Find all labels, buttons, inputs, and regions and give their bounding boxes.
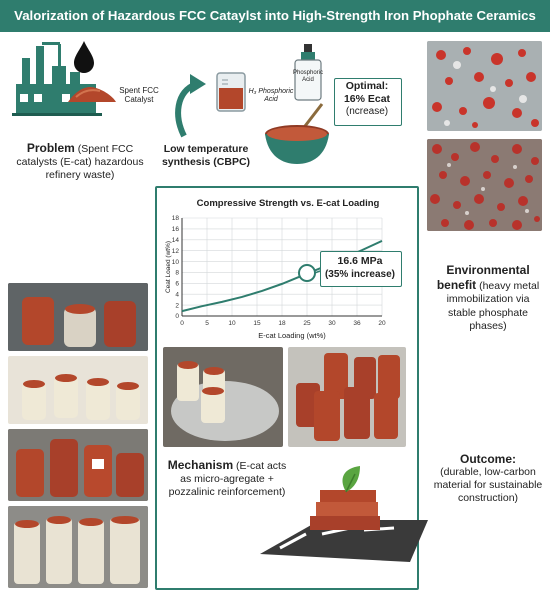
strength-callout — [320, 251, 402, 287]
chart-highlight-marker — [298, 263, 316, 282]
problem-title: Problem — [26, 141, 75, 155]
micrograph-top-pattern — [427, 41, 542, 131]
chart-x-tick-label: 5 — [205, 320, 209, 327]
title-banner — [0, 0, 550, 32]
micrograph-bottom-pattern — [427, 139, 542, 231]
chart-x-axis-label: E-cat Loading (wt%) — [258, 331, 326, 340]
chart-x-tick-label: 18 — [278, 320, 286, 327]
photo-red-cylinders — [288, 347, 406, 447]
optimal-title: Optimal: — [345, 80, 389, 92]
chart-y-tick-label: 4 — [175, 291, 179, 298]
photo-cylinders-2-art — [8, 356, 148, 424]
chart-title: Compressive Strength vs. E-cat Loading — [197, 198, 380, 209]
mechanism-text: Mechanism (E-cat acts as micro-agregate … — [166, 459, 288, 499]
micrograph-bottom — [427, 139, 542, 231]
chart-y-axis-label: Ceat Loaed (wt%) — [165, 241, 172, 293]
chart-axes — [181, 218, 382, 317]
problem-text: Problem (Spent FCC catalysts (E-cat) haz… — [10, 142, 150, 182]
mechanism-description: (E-cat acts as micro-agregate + pozzalin… — [168, 460, 287, 498]
chart-x-tick-label: 20 — [378, 320, 386, 327]
chart-y-tick-label: 0 — [175, 313, 179, 320]
chart-x-tick-label: 10 — [228, 320, 236, 327]
chart-x-tick-label: 36 — [353, 320, 361, 327]
chart-highlight-leader — [314, 270, 321, 274]
chart-x-tick-label: 30 — [328, 320, 336, 327]
chart-x-tick-label: 25 — [303, 320, 311, 327]
chart-y-tick-label: 10 — [172, 259, 180, 266]
strength-chart: Compressive Strength vs. E-cat Loading 0… — [165, 198, 386, 340]
photo-cylinders-2 — [8, 356, 148, 424]
photo-plate-molds — [163, 347, 283, 447]
photo-cylinders-1-art — [8, 283, 148, 351]
photo-cylinders-3-art — [8, 429, 148, 501]
outcome-description: (durable, low-carbon material for sustai… — [433, 466, 543, 504]
chart-x-tick-label: 15 — [253, 320, 261, 327]
chart-y-tick-label: 2 — [175, 302, 179, 309]
micrograph-top — [427, 41, 542, 131]
curved-arrow-icon — [175, 74, 206, 138]
catalyst-powder-pile — [68, 86, 116, 102]
refinery-icon — [12, 42, 102, 116]
beaker-label: H₃ Phosphoric Acid — [248, 88, 294, 103]
chart-y-tick-label: 18 — [172, 215, 180, 222]
optimal-note: (ncrease) — [345, 106, 389, 117]
chart-y-tick-label: 6 — [175, 281, 179, 288]
outcome-title: Outcome: — [459, 452, 516, 466]
phosphoric-bottle-label: Phosphoric Acid — [292, 70, 324, 83]
optimal-value: 16% Ecat — [343, 93, 391, 105]
environmental-benefit-text: Environmental benefit (heavy metal immob… — [432, 263, 544, 334]
chart-y-tick-label: 14 — [172, 237, 180, 244]
outcome-text: Outcome:(durable, low-carbon material fo… — [430, 453, 546, 505]
strength-callout-value: 16.6 MPa — [337, 255, 383, 267]
strength-callout-note: (35% increase) — [324, 269, 396, 280]
chart-grid — [181, 217, 383, 317]
optimal-callout — [334, 78, 402, 126]
chart-y-tick-label: 16 — [172, 226, 180, 233]
chart-y-tick-label: 8 — [175, 270, 179, 277]
page-title: Valorization of Hazardous FCC Cataylst i… — [14, 8, 536, 23]
photo-cylinders-4-art — [8, 506, 148, 588]
chart-highlight — [298, 263, 321, 282]
env-title: Environmental benefit — [436, 263, 530, 292]
photo-cylinders-1 — [8, 283, 148, 351]
oil-drop-icon — [74, 41, 94, 73]
mixing-bowl-icon — [265, 103, 329, 164]
chart-ticks: 0 5 10 15 18 25 30 36 20 0 2 4 6 8 10 12 14 16 18 — [172, 215, 386, 327]
beaker-icon — [216, 72, 246, 112]
mechanism-title: Mechanism — [167, 458, 234, 472]
env-description: (heavy metal immobilization via stable p… — [446, 279, 540, 333]
spent-catalyst-label: Spent FCC Catalyst — [119, 86, 159, 104]
problem-description: (Spent FCC catalysts (E-cat) hazardous r… — [16, 143, 144, 181]
photo-plate-molds-art — [163, 347, 283, 447]
chart-x-tick-label: 0 — [180, 320, 184, 327]
construction-road-icon — [260, 466, 428, 562]
chart-y-tick-label: 12 — [172, 248, 180, 255]
low-temp-label: Low temperature synthesis (CBPC) — [161, 143, 251, 168]
photo-cylinders-4 — [8, 506, 148, 588]
phosphoric-acid-bottle-icon — [294, 44, 322, 101]
photo-red-cylinders-art — [288, 347, 406, 447]
photo-cylinders-3 — [8, 429, 148, 501]
